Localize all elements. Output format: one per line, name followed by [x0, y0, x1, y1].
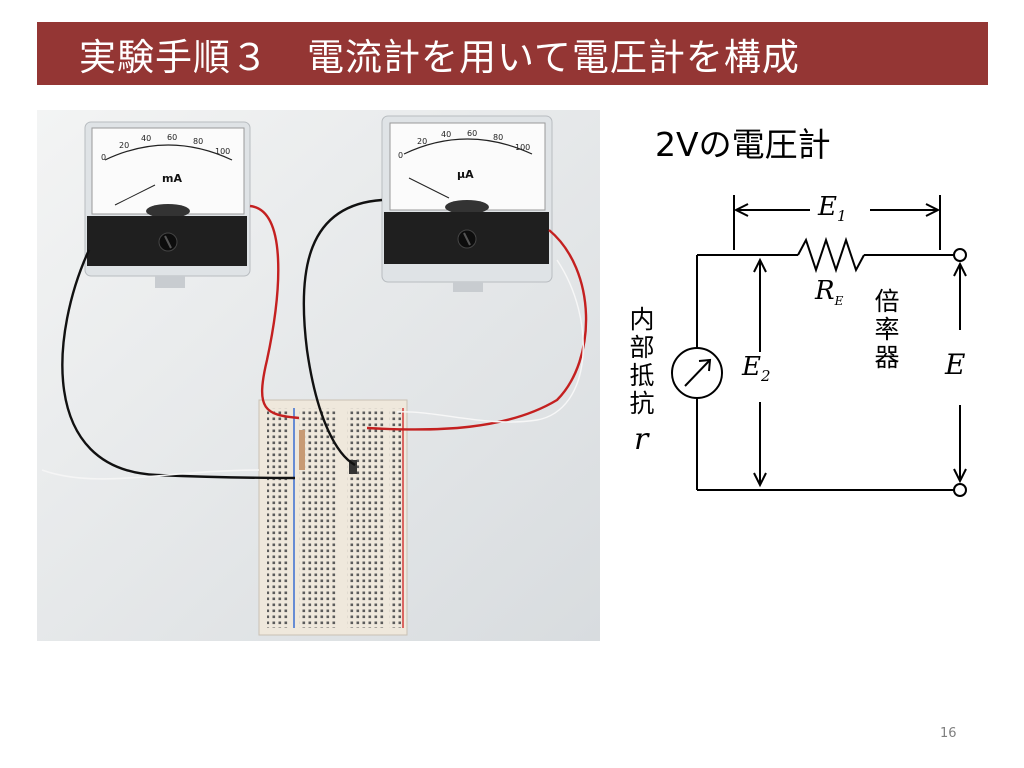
circuit-diagram: E1 RE E2 E — [610, 180, 1000, 510]
label-e: E — [943, 348, 968, 381]
right-scale-0: 0 — [398, 151, 403, 160]
left-scale-0: 0 — [101, 153, 106, 162]
right-meter-unit: μA — [457, 168, 474, 181]
label-multiplier: 倍率器 — [874, 287, 900, 372]
label-e1: E1 — [818, 192, 847, 226]
e2-arrowhead-down — [753, 472, 767, 488]
e-arrowhead-up — [953, 261, 967, 277]
left-scale-80: 80 — [193, 137, 203, 146]
right-scale-60: 60 — [467, 129, 477, 138]
slide-title-bar: 実験手順３ 電流計を用いて電圧計を構成 — [37, 22, 988, 85]
left-scale-40: 40 — [141, 134, 151, 143]
e2-arrowhead-up — [753, 257, 767, 273]
label-internal-resistance: 内部抵抗 — [629, 305, 655, 418]
left-scale-60: 60 — [167, 133, 177, 142]
resistor-re — [797, 236, 865, 274]
left-meter-unit: mA — [162, 172, 182, 185]
circuit-svg — [671, 195, 967, 497]
label-re: RE — [815, 276, 844, 309]
galvanometer-needle — [684, 360, 710, 387]
breadboard — [258, 399, 408, 636]
e1-arrowhead-left — [733, 203, 749, 217]
label-e2: E2 — [740, 352, 773, 386]
left-scale-20: 20 — [119, 141, 129, 150]
right-scale-20: 20 — [417, 137, 427, 146]
label-r: r — [634, 422, 649, 457]
slide-title: 実験手順３ 電流計を用いて電圧計を構成 — [79, 35, 800, 79]
right-scale-80: 80 — [493, 133, 503, 142]
e1-arrowhead-right — [925, 203, 941, 217]
right-scale-40: 40 — [441, 130, 451, 139]
left-meter: 0 20 40 60 80 100 mA — [84, 121, 251, 288]
right-meter: 0 20 40 60 80 100 μA — [381, 115, 553, 292]
terminal-top — [953, 248, 967, 262]
right-scale-100: 100 — [515, 143, 530, 152]
e-arrowhead-down — [953, 468, 967, 484]
wires — [41, 198, 588, 480]
terminal-bottom — [953, 483, 967, 497]
left-scale-100: 100 — [215, 147, 230, 156]
galvanometer-arrowhead — [698, 358, 712, 372]
slide-subtitle: 2Vの電圧計 — [655, 125, 831, 164]
page-number: 16 — [940, 726, 957, 741]
experiment-photo: 0 20 40 60 80 100 mA 0 20 40 — [37, 110, 600, 641]
